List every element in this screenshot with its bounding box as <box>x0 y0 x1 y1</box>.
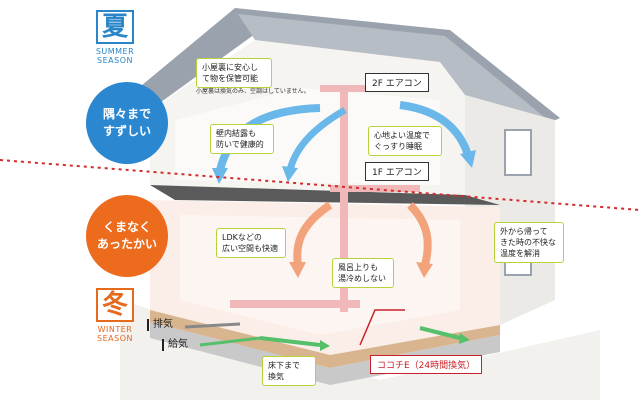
tag-2f-aircon: 2F エアコン <box>365 73 429 92</box>
winter-circle: くまなく あったかい <box>86 195 168 277</box>
summer-circle: 隅々まで すずしい <box>86 82 168 164</box>
winter-kanji: 冬 <box>96 288 134 322</box>
note-ldk: LDKなどの 広い空間も快適 <box>216 228 286 258</box>
note-attic-small: 小屋裏は換気のみ、空調はしていません。 <box>196 88 310 95</box>
underfloor-vent-arrow <box>419 326 461 340</box>
tag-kokochi-e: ココチE（24時間換気） <box>370 355 483 374</box>
label-exhaust: 排気 <box>147 319 173 331</box>
note-underfloor: 床下まで 換気 <box>262 356 316 386</box>
label-supply: 給気 <box>162 339 188 351</box>
winter-label: WINTER SEASON <box>97 325 133 343</box>
cool-air-flow-arrow <box>399 101 472 157</box>
warm-air-flow-arrow <box>293 201 333 266</box>
cool-air-flow-arrow <box>286 106 347 171</box>
note-living: 壁内結露も 防いで健康的 <box>210 124 274 154</box>
note-outside: 外から帰って きた時の不快な 温度を解消 <box>494 222 564 263</box>
summer-label: SUMMER SEASON <box>95 47 135 65</box>
roof <box>130 8 560 125</box>
winter-season-badge: 冬 WINTER SEASON <box>86 288 144 343</box>
note-attic: 小屋裏に安心し て物を保管可能 <box>196 58 272 88</box>
season-divider <box>0 159 640 211</box>
summer-kanji: 夏 <box>96 10 134 44</box>
summer-season-badge: 夏 SUMMER SEASON <box>86 10 144 65</box>
note-bedroom: 心地よい温度で ぐっすり睡眠 <box>368 126 442 156</box>
tag-1f-aircon: 1F エアコン <box>365 162 429 181</box>
note-bath: 風呂上りも 湯冷めしない <box>332 258 394 288</box>
underfloor-vent-arrow <box>259 336 321 347</box>
warm-air-flow-arrow <box>407 202 432 266</box>
